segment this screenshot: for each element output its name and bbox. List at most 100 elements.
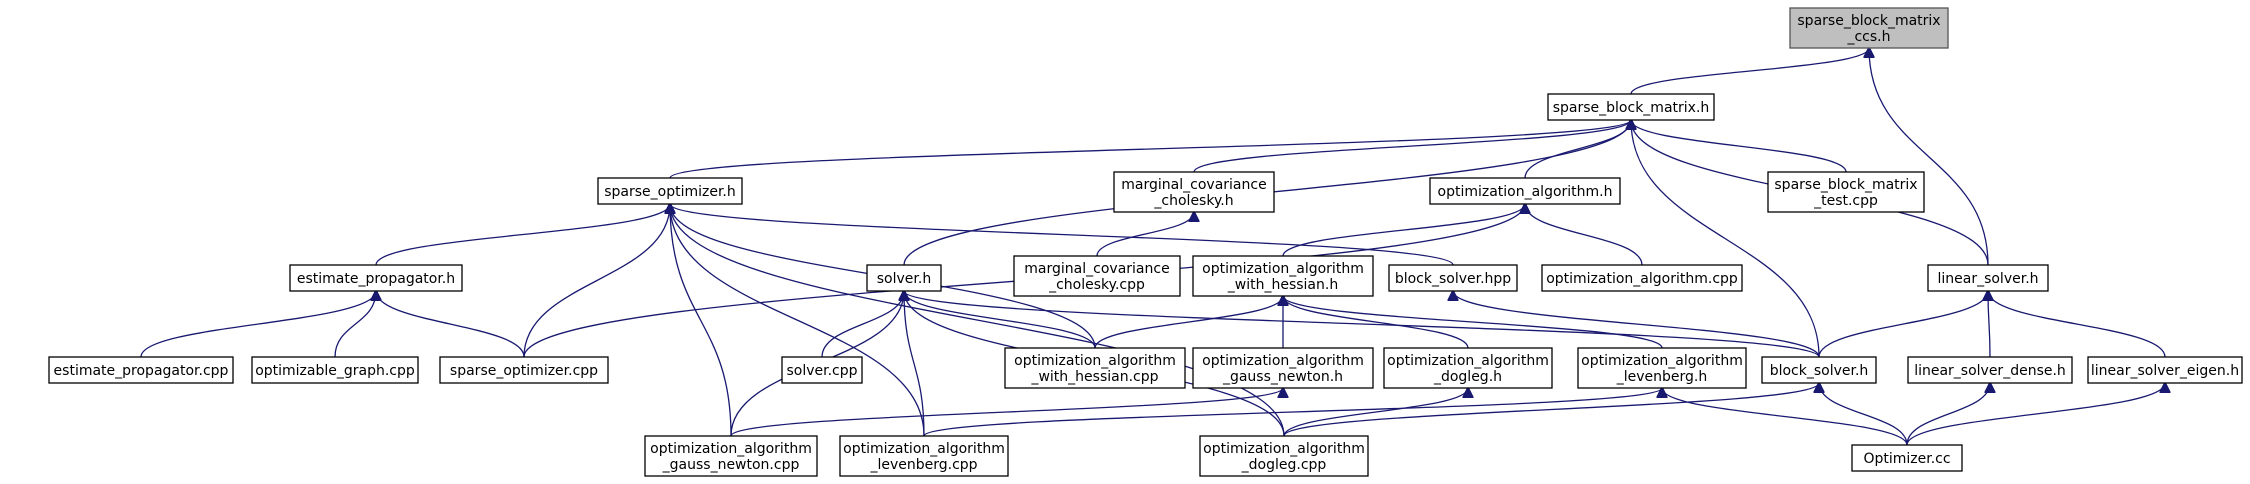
edge-mcc_cpp-to-mcc_h xyxy=(1096,212,1194,257)
node-lse_h[interactable]: linear_solver_eigen.h xyxy=(2087,356,2243,384)
node-box xyxy=(1113,171,1275,213)
node-label: sparse_block_matrix.h xyxy=(1553,100,1710,116)
node-box xyxy=(839,435,1009,477)
node-label: estimate_propagator.cpp xyxy=(54,363,229,379)
edge-oalm_h-to-oawh_h xyxy=(1283,296,1663,349)
node-box xyxy=(1192,255,1374,297)
node-label: _with_hessian.cpp xyxy=(1030,369,1158,385)
node-mcc_cpp[interactable]: marginal_covariance_cholesky.cpp xyxy=(1013,255,1181,297)
node-box xyxy=(781,356,863,384)
node-label: optimization_algorithm xyxy=(1203,441,1365,457)
node-oadl_h[interactable]: optimization_algorithm_dogleg.h xyxy=(1383,347,1553,389)
node-sbm_ccs[interactable]: sparse_block_matrix_ccs.h xyxy=(1789,7,1949,49)
node-sbm_test[interactable]: sparse_block_matrix_test.cpp xyxy=(1767,171,1925,213)
node-box xyxy=(48,356,234,384)
node-bs_hpp[interactable]: block_solver.hpp xyxy=(1388,264,1518,292)
node-label: optimizable_graph.cpp xyxy=(255,363,415,379)
node-box xyxy=(1541,264,1743,292)
node-oagn_h[interactable]: optimization_algorithm_gauss_newton.h xyxy=(1192,347,1374,389)
edge-oalm_cpp-to-solver_h xyxy=(904,291,925,437)
node-lsd_h[interactable]: linear_solver_dense.h xyxy=(1907,356,2073,384)
node-box xyxy=(1383,347,1553,389)
node-ls_h[interactable]: linear_solver.h xyxy=(1927,264,2049,292)
node-label: linear_solver.h xyxy=(1937,271,2038,287)
node-label: _with_hessian.h xyxy=(1227,277,1338,293)
node-label: sparse_block_matrix xyxy=(1774,177,1917,193)
node-oalm_cpp[interactable]: optimization_algorithm_levenberg.cpp xyxy=(839,435,1009,477)
node-oawh_cpp[interactable]: optimization_algorithm_with_hessian.cpp xyxy=(1004,347,1186,389)
edge-mcc_h-to-sbm xyxy=(1193,120,1631,173)
node-label: block_solver.hpp xyxy=(1395,271,1511,287)
node-label: optimization_algorithm xyxy=(1202,353,1364,369)
node-label: _ccs.h xyxy=(1846,29,1890,45)
nodes-layer: sparse_block_matrix_ccs.hsparse_block_ma… xyxy=(48,7,2243,477)
node-box xyxy=(1199,435,1369,477)
edge-bs_h-to-ls_h xyxy=(1818,291,1988,358)
node-label: sparse_optimizer.h xyxy=(604,184,736,200)
node-label: optimization_algorithm xyxy=(650,441,812,457)
edge-oawh_h-to-oa_h xyxy=(1282,204,1525,257)
node-so_cpp[interactable]: sparse_optimizer.cpp xyxy=(439,356,609,384)
edge-oadl_cpp-to-bs_h xyxy=(1283,383,1819,437)
edge-ls_h-to-sbm_ccs xyxy=(1869,48,1989,266)
edge-so_cpp-to-ep_h xyxy=(376,291,525,358)
node-oa_h[interactable]: optimization_algorithm.h xyxy=(1429,177,1621,205)
node-oalm_h[interactable]: optimization_algorithm_levenberg.h xyxy=(1577,347,1747,389)
node-label: _dogleg.h xyxy=(1433,369,1502,385)
node-box xyxy=(1192,347,1374,389)
node-label: marginal_covariance xyxy=(1024,261,1169,277)
node-label: sparse_block_matrix xyxy=(1797,13,1940,29)
node-oadl_cpp[interactable]: optimization_algorithm_dogleg.cpp xyxy=(1199,435,1369,477)
edge-lsd_h-to-ls_h xyxy=(1988,291,1990,358)
edge-oalm_cpp-to-sopt_h xyxy=(670,204,925,437)
node-label: _cholesky.h xyxy=(1153,193,1233,209)
node-label: optimization_algorithm xyxy=(1014,353,1176,369)
node-bs_h[interactable]: block_solver.h xyxy=(1761,356,1877,384)
node-box xyxy=(597,177,743,205)
edge-bs_h-to-bs_hpp xyxy=(1453,291,1820,358)
node-box xyxy=(1004,347,1186,389)
node-label: linear_solver_dense.h xyxy=(1914,363,2066,379)
edge-og_cpp-to-ep_h xyxy=(334,291,376,358)
node-box xyxy=(1789,7,1949,49)
edge-bs_h-to-solver_h xyxy=(904,291,1820,358)
node-opt_cc[interactable]: Optimizer.cc xyxy=(1851,444,1963,472)
node-label: _test.cpp xyxy=(1813,193,1878,209)
edge-sbm_test-to-sbm xyxy=(1631,120,1847,173)
node-ep_h[interactable]: estimate_propagator.h xyxy=(289,264,463,292)
node-box xyxy=(1927,264,2049,292)
node-label: optimization_algorithm.cpp xyxy=(1546,271,1738,287)
edge-oalm_cpp-to-oalm_h xyxy=(923,388,1662,437)
edge-oadl_cpp-to-oadl_h xyxy=(1283,388,1468,437)
node-oawh_h[interactable]: optimization_algorithm_with_hessian.h xyxy=(1192,255,1374,297)
edge-opt_cc-to-lsd_h xyxy=(1906,383,1990,446)
node-label: optimization_algorithm xyxy=(1581,353,1743,369)
node-box xyxy=(1013,255,1181,297)
node-og_cpp[interactable]: optimizable_graph.cpp xyxy=(251,356,419,384)
node-oa_cpp[interactable]: optimization_algorithm.cpp xyxy=(1541,264,1743,292)
node-label: _cholesky.cpp xyxy=(1048,277,1145,293)
node-box xyxy=(866,264,942,292)
node-label: linear_solver_eigen.h xyxy=(2091,363,2239,379)
node-label: optimization_algorithm xyxy=(1202,261,1364,277)
node-ep_cpp[interactable]: estimate_propagator.cpp xyxy=(48,356,234,384)
edge-oadl_h-to-oawh_h xyxy=(1283,296,1469,349)
node-label: _levenberg.h xyxy=(1616,369,1708,385)
node-label: block_solver.h xyxy=(1770,363,1869,379)
edge-opt_cc-to-lse_h xyxy=(1906,383,2165,446)
node-sbm[interactable]: sparse_block_matrix.h xyxy=(1547,93,1715,121)
node-label: solver.cpp xyxy=(786,363,857,379)
node-label: _gauss_newton.cpp xyxy=(662,457,800,473)
edge-oawh_cpp-to-oawh_h xyxy=(1094,296,1283,349)
node-solver_cpp[interactable]: solver.cpp xyxy=(781,356,863,384)
node-box xyxy=(644,435,818,477)
node-sopt_h[interactable]: sparse_optimizer.h xyxy=(597,177,743,205)
node-oagn_cpp[interactable]: optimization_algorithm_gauss_newton.cpp xyxy=(644,435,818,477)
edge-bs_hpp-to-sopt_h xyxy=(670,204,1454,266)
edge-ep_cpp-to-ep_h xyxy=(140,291,376,358)
node-label: _dogleg.cpp xyxy=(1241,457,1327,473)
edge-oawh_cpp-to-solver_h xyxy=(904,291,1096,349)
node-solver_h[interactable]: solver.h xyxy=(866,264,942,292)
node-mcc_h[interactable]: marginal_covariance_cholesky.h xyxy=(1113,171,1275,213)
